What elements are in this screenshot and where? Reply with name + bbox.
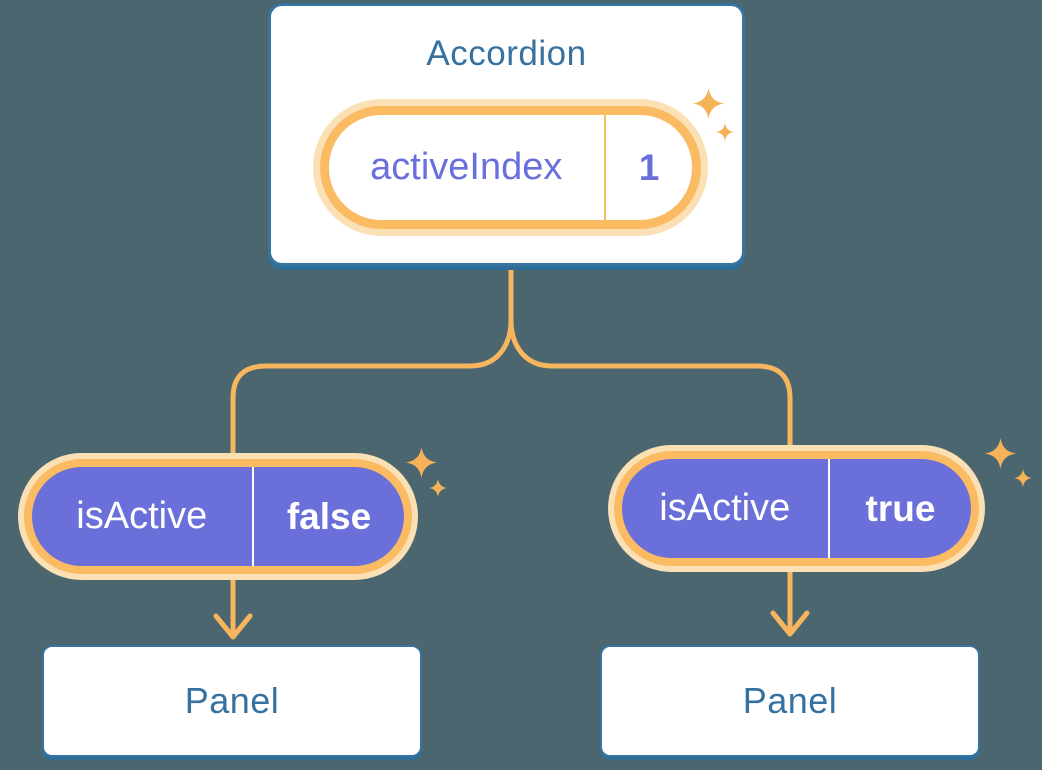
sparkle-icon: [429, 479, 447, 497]
prop-pill-left-value: false: [286, 495, 372, 537]
prop-pill-left-label: isActive: [76, 495, 208, 537]
accordion-card-title: Accordion: [426, 34, 587, 73]
fork-connector-right: [508, 264, 793, 462]
sparkle-icon: [716, 123, 734, 141]
prop-pill-left-body: isActive false: [32, 467, 404, 566]
sparkle-icon: [985, 438, 1016, 469]
prop-pill-right-divider: [827, 459, 830, 558]
panel-card-left: Panel: [42, 645, 422, 757]
panel-card-left-title: Panel: [184, 680, 280, 721]
fork-connector-left: [230, 264, 514, 472]
state-pill-body: activeIndex 1: [329, 115, 692, 220]
panel-card-right-title: Panel: [742, 680, 838, 721]
right-arrow-head-icon: [770, 610, 810, 637]
prop-pill-right-body: isActive true: [622, 459, 971, 558]
panel-card-right: Panel: [600, 645, 980, 757]
prop-pill-left: isActive false: [18, 453, 418, 580]
state-pill-divider: [603, 115, 606, 220]
state-pill-value: 1: [638, 146, 660, 188]
sparkle-icon: [406, 447, 437, 478]
prop-pill-left-divider: [251, 467, 254, 566]
sparkle-icon: [1014, 469, 1032, 487]
left-arrow-head-icon: [213, 613, 253, 640]
state-pill-border: activeIndex 1: [320, 106, 701, 229]
prop-pill-right-border: isActive true: [614, 451, 979, 566]
prop-pill-left-border: isActive false: [24, 459, 412, 574]
sparkle-icon: [693, 88, 724, 119]
prop-pill-right-value: true: [865, 487, 936, 529]
state-pill-label: activeIndex: [370, 146, 563, 188]
prop-pill-right-label: isActive: [659, 487, 791, 529]
prop-pill-right: isActive true: [608, 445, 985, 572]
state-pill: activeIndex 1: [313, 99, 708, 236]
